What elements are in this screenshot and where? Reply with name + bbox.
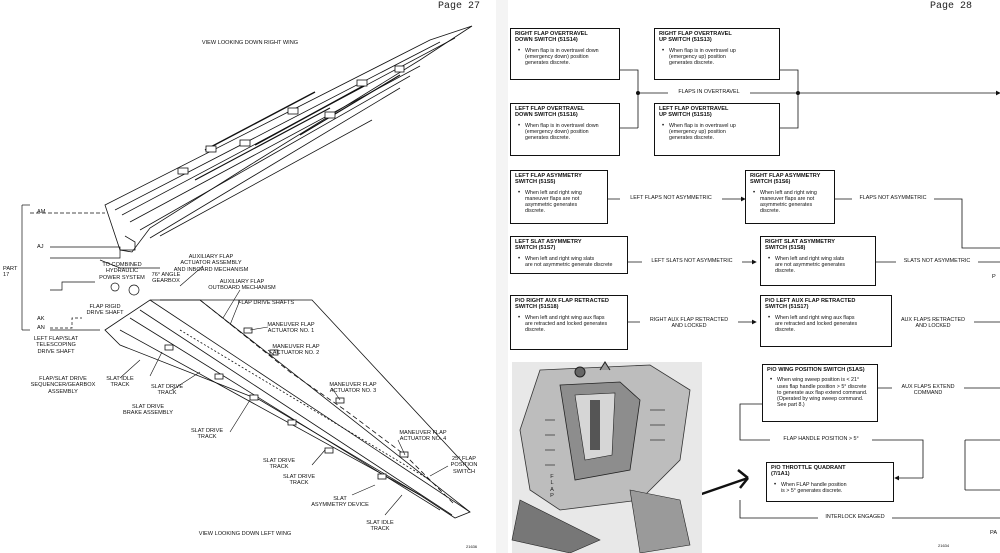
box-body: When FLAP handle position is > 5° genera…	[771, 482, 889, 494]
label-slat-drive-track-3: SLAT DRIVE TRACK	[262, 458, 296, 471]
label-maneuver-actuator-4: MANEUVER FLAP ACTUATOR NO. 4	[399, 430, 447, 443]
margin-ref-p: P	[992, 274, 996, 280]
box-right-flap-asymmetry: RIGHT FLAP ASYMMETRY SWITCH (51S6) When …	[745, 170, 835, 224]
box-title: P/O WING POSITION SWITCH (51AS)	[767, 367, 865, 373]
box-title: RIGHT FLAP OVERTRAVEL UP SWITCH (51S13)	[659, 31, 732, 44]
label-slat-drive-track-2: SLAT DRIVE TRACK	[190, 428, 224, 441]
label-slat-idle-track-1: SLAT IDLE TRACK	[106, 376, 134, 389]
label-flap-position-switch: 25° FLAP POSITION SWITCH	[450, 456, 478, 475]
box-right-aux-flap-retracted: P/O RIGHT AUX FLAP RETRACTED SWITCH (51S…	[510, 295, 628, 350]
box-body: When flap is in overtravel down (emergen…	[515, 48, 615, 66]
right-wing-drawing	[104, 25, 473, 253]
box-body: When wing sweep position is < 21° uses f…	[767, 377, 873, 407]
right-footnote: 21634	[938, 543, 950, 548]
label-slat-drive-track-1: SLAT DRIVE TRACK	[150, 384, 184, 397]
signal-left-slats-not-asymmetric: LEFT SLATS NOT ASYMMETRIC	[642, 258, 742, 264]
label-rigid-drive-shaft: FLAP RIGID DRIVE SHAFT	[86, 304, 124, 317]
left-wing-drawing	[104, 299, 471, 519]
label-asymmetry-device: SLAT ASYMMETRY DEVICE	[311, 496, 369, 509]
box-body: When flap is in overtravel down (emergen…	[515, 123, 615, 141]
box-right-overtravel-up: RIGHT FLAP OVERTRAVEL UP SWITCH (51S13) …	[654, 28, 780, 80]
box-wing-position-switch: P/O WING POSITION SWITCH (51AS) When win…	[762, 364, 878, 422]
box-left-slat-asymmetry: LEFT SLAT ASYMMETRY SWITCH (51S7) When l…	[510, 236, 628, 274]
label-slat-idle-track-2: SLAT IDLE TRACK	[366, 520, 394, 533]
label-aux-actuator-assembly: AUXILIARY FLAP ACTUATOR ASSEMBLY AND INB…	[173, 254, 249, 273]
left-page-label: Page 27	[438, 1, 481, 12]
signal-interlock-engaged: INTERLOCK ENGAGED	[818, 514, 892, 520]
station-leaders	[21, 204, 121, 331]
box-title: LEFT SLAT ASYMMETRY SWITCH (51S7)	[515, 239, 582, 252]
box-left-overtravel-up: LEFT FLAP OVERTRAVEL UP SWITCH (51S15) W…	[654, 103, 780, 156]
signal-left-flaps-not-asymmetric: LEFT FLAPS NOT ASYMMETRIC	[620, 195, 722, 201]
page-gutter	[496, 0, 508, 553]
signal-aux-flaps-retracted: AUX FLAPS RETRACTED AND LOCKED	[892, 317, 974, 329]
bottom-caption: VIEW LOOKING DOWN LEFT WING	[198, 531, 292, 537]
box-body: When flap is in overtravel up (emergency…	[659, 123, 775, 141]
box-title: P/O LEFT AUX FLAP RETRACTED SWITCH (51S1…	[765, 298, 856, 311]
label-angle-gearbox: 76° ANGLE GEARBOX	[151, 272, 181, 285]
label-flap-drive-shafts: FLAP DRIVE SHAFTS	[237, 300, 295, 306]
box-title: LEFT FLAP OVERTRAVEL DOWN SWITCH (51S16)	[515, 106, 585, 119]
station-am: AM	[37, 209, 46, 215]
margin-ref-pa: PA	[990, 530, 998, 536]
box-left-overtravel-down: LEFT FLAP OVERTRAVEL DOWN SWITCH (51S16)…	[510, 103, 620, 156]
box-body: When left and right wing maneuver flaps …	[750, 190, 830, 214]
box-title: RIGHT FLAP ASYMMETRY SWITCH (51S6)	[750, 173, 821, 186]
throttle-quadrant-photo	[511, 361, 702, 553]
box-title: P/O RIGHT AUX FLAP RETRACTED SWITCH (51S…	[515, 298, 609, 311]
callout-leaders	[119, 265, 449, 516]
box-right-overtravel-down: RIGHT FLAP OVERTRAVEL DOWN SWITCH (51S14…	[510, 28, 620, 80]
label-slat-drive-track-4: SLAT DRIVE TRACK	[282, 474, 316, 487]
box-title: LEFT FLAP ASYMMETRY SWITCH (51S5)	[515, 173, 582, 186]
box-body: When flap is in overtravel up (emergency…	[659, 48, 775, 66]
label-sequencer-gearbox: FLAP/SLAT DRIVE SEQUENCER/GEARBOX ASSEMB…	[30, 376, 96, 395]
signal-right-aux-retracted: RIGHT AUX FLAP RETRACTED AND LOCKED	[640, 317, 738, 329]
box-title: RIGHT SLAT ASYMMETRY SWITCH (51S8)	[765, 239, 836, 252]
box-throttle-quadrant: P/O THROTTLE QUADRANT (7/1A1) When FLAP …	[766, 462, 894, 502]
box-body: When left and right wing slats are not a…	[765, 256, 871, 274]
box-left-aux-flap-retracted: P/O LEFT AUX FLAP RETRACTED SWITCH (51S1…	[760, 295, 892, 347]
signal-flaps-not-asymmetric: FLAPS NOT ASYMMETRIC	[852, 195, 934, 201]
box-title: RIGHT FLAP OVERTRAVEL DOWN SWITCH (51S14…	[515, 31, 588, 44]
signal-aux-flaps-extend: AUX FLAPS EXTEND COMMAND	[892, 384, 964, 396]
box-body: When left and right wing slats are not a…	[515, 256, 623, 268]
label-slat-drive-brake: SLAT DRIVE BRAKE ASSEMBLY	[123, 404, 173, 417]
label-maneuver-actuator-3: MANEUVER FLAP ACTUATOR NO. 3	[329, 382, 377, 395]
box-title: P/O THROTTLE QUADRANT (7/1A1)	[771, 465, 846, 478]
box-body: When left and right wing aux flaps are r…	[515, 315, 623, 333]
label-maneuver-actuator-1: MANEUVER FLAP ACTUATOR NO. 1	[267, 322, 315, 335]
box-body: When left and right wing aux flaps are r…	[765, 315, 887, 333]
station-ak: AK	[37, 316, 45, 322]
box-right-slat-asymmetry: RIGHT SLAT ASYMMETRY SWITCH (51S8) When …	[760, 236, 876, 286]
label-hydraulic: TO COMBINED HYDRAULIC POWER SYSTEM	[99, 262, 145, 281]
top-caption: VIEW LOOKING DOWN RIGHT WING	[201, 40, 299, 46]
right-page-label: Page 28	[930, 1, 973, 12]
label-maneuver-actuator-2: MANEUVER FLAP ACTUATOR NO. 2	[272, 344, 320, 357]
left-footnote: 21636	[466, 544, 478, 549]
station-an: AN	[37, 325, 45, 331]
signal-slats-not-asymmetric: SLATS NOT ASYMMETRIC	[896, 258, 978, 264]
signal-flaps-in-overtravel: FLAPS IN OVERTRAVEL	[668, 89, 750, 95]
photo-flap-label: F L A P	[550, 474, 554, 499]
hydraulic-lines	[99, 259, 160, 296]
signal-flap-handle-position: FLAP HANDLE POSITION > 5°	[770, 436, 872, 442]
part-reference: PART 17	[3, 266, 18, 279]
box-body: When left and right wing maneuver flaps …	[515, 190, 603, 214]
label-aux-outboard: AUXILIARY FLAP OUTBOARD MECHANISM	[208, 279, 276, 292]
label-telescoping-shaft: LEFT FLAP/SLAT TELESCOPING DRIVE SHAFT	[33, 336, 79, 355]
box-title: LEFT FLAP OVERTRAVEL UP SWITCH (51S15)	[659, 106, 729, 119]
box-left-flap-asymmetry: LEFT FLAP ASYMMETRY SWITCH (51S5) When l…	[510, 170, 608, 224]
station-aj: AJ	[37, 244, 44, 250]
